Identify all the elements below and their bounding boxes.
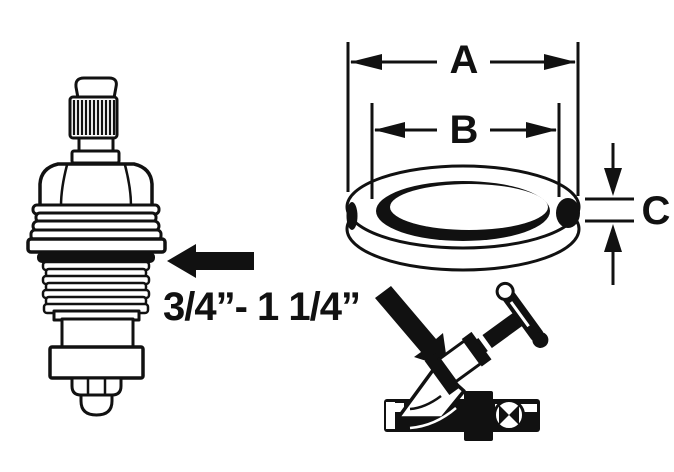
dim-b-arrowhead-right bbox=[526, 122, 557, 138]
cartridge-base-block bbox=[48, 345, 145, 380]
cartridge-collar bbox=[77, 136, 115, 153]
outlet-bowtie-right bbox=[509, 405, 519, 425]
stem-highlight bbox=[476, 332, 494, 354]
dim-a-arrowhead-right bbox=[544, 54, 576, 70]
cartridge-collar-flange bbox=[70, 149, 121, 165]
pipe-end-cap bbox=[386, 402, 395, 429]
dim-c-tick-lines bbox=[585, 197, 634, 223]
hex-facet-lines bbox=[59, 164, 133, 207]
angle-valve-illustration bbox=[384, 281, 549, 441]
washer-ring-illustration bbox=[345, 164, 581, 272]
cartridge-neck bbox=[60, 317, 135, 350]
valve-stem-assembly bbox=[424, 281, 549, 395]
seal-washer bbox=[37, 252, 155, 263]
dimension-b: B bbox=[370, 103, 561, 199]
ring-side-shade-left bbox=[346, 202, 358, 230]
pipe-flow-line bbox=[409, 407, 457, 430]
dim-b-arrowhead-left bbox=[374, 122, 405, 138]
dim-a-extension-lines bbox=[346, 42, 580, 196]
t-handle-highlight bbox=[509, 301, 530, 328]
dimension-c: C bbox=[585, 143, 670, 285]
cartridge-jumper bbox=[70, 376, 123, 397]
pipe-highlight-left bbox=[391, 403, 404, 412]
cartridge-washer-dome bbox=[79, 393, 114, 417]
dim-b-label: B bbox=[450, 108, 479, 152]
ring-side-shade-right bbox=[556, 198, 580, 228]
outlet-bowtie-left bbox=[499, 405, 509, 425]
dim-a-label: A bbox=[450, 38, 479, 82]
dim-b-extension-lines bbox=[370, 103, 561, 199]
union-nut bbox=[464, 391, 493, 441]
dimension-a: A bbox=[346, 38, 580, 196]
size-range-label: 3/4”- 1 1/4” bbox=[163, 285, 360, 329]
valve-cartridge-illustration bbox=[26, 76, 167, 417]
knurl-lines bbox=[72, 100, 116, 135]
cartridge-hex-bonnet bbox=[38, 162, 154, 208]
dim-a-arrowhead-left bbox=[350, 54, 382, 70]
arrow-left-icon bbox=[167, 244, 254, 278]
t-handle-ball-bottom bbox=[532, 331, 549, 348]
t-handle-ball-top bbox=[495, 281, 515, 301]
wedge-seat-line bbox=[409, 394, 442, 411]
dim-c-label: C bbox=[642, 189, 671, 233]
valve-stem bbox=[475, 311, 525, 353]
jumper-lines bbox=[86, 378, 107, 395]
dim-c-arrowhead-up bbox=[604, 224, 622, 252]
packing-ring bbox=[461, 331, 492, 367]
cartridge-stem-tip bbox=[74, 76, 118, 100]
dim-c-arrowhead-down bbox=[604, 168, 622, 196]
ring-hole bbox=[390, 184, 548, 230]
arrow-diagonal-icon bbox=[375, 286, 448, 368]
cartridge-flange bbox=[26, 237, 167, 254]
cartridge-threads bbox=[41, 260, 151, 315]
bonnet-ring bbox=[424, 352, 461, 395]
